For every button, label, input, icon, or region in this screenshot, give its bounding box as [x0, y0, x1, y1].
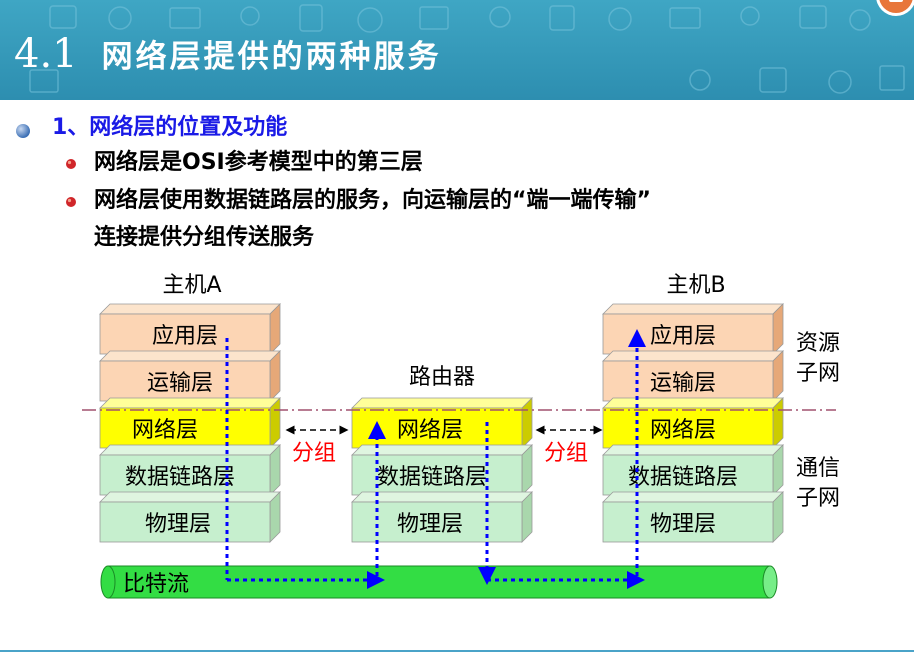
host-b-layer-network: 网络层 [650, 418, 716, 443]
bullet-text: 网络层是OSI参考模型中的第三层 [94, 150, 423, 175]
logo-icon [876, 0, 914, 16]
bullet-text: 网络层使用数据链路层的服务，向运输层的“端一端传输” [94, 188, 651, 213]
router-layer-datalink: 数据链路层 [377, 465, 487, 490]
comm-subnet-label: 子网 [796, 486, 840, 511]
host-b-layer-physical: 物理层 [650, 512, 716, 537]
bitstream-pipe: 比特流 [100, 565, 778, 599]
host-a-layer-network: 网络层 [132, 418, 198, 443]
router-layer-physical: 物理层 [397, 512, 463, 537]
host-a-layer-application: 应用层 [152, 324, 218, 349]
section-heading: 1、网络层的位置及功能 [52, 115, 288, 140]
host-a-layer-datalink: 数据链路层 [125, 465, 235, 490]
sub-bullet-icon [66, 197, 76, 207]
host-a-layer-transport: 运输层 [147, 371, 213, 396]
host-b-stack: 应用层 运输层 网络层 数据链路层 物理层 [602, 303, 784, 543]
bullet-text-continued: 连接提供分组传送服务 [94, 225, 315, 250]
sub-bullet-icon [66, 159, 76, 169]
title-bar: 4.1 网络层提供的两种服务 [0, 0, 914, 100]
packet-label-left: 分组 [292, 441, 336, 466]
host-b-title: 主机B [666, 273, 725, 298]
data-flow-path [225, 329, 646, 589]
header-pattern [29, 4, 905, 94]
packet-label-right: 分组 [544, 441, 588, 466]
router-title: 路由器 [409, 365, 475, 390]
page-title: 4.1 网络层提供的两种服务 [14, 22, 442, 86]
bitstream-label: 比特流 [123, 572, 189, 597]
router-stack: 网络层 数据链路层 物理层 [351, 397, 533, 543]
resource-subnet-label: 子网 [796, 361, 840, 386]
host-b-layer-transport: 运输层 [650, 371, 716, 396]
footer-line [0, 650, 914, 652]
host-a-title: 主机A [162, 273, 221, 298]
heading-bullet-icon [16, 124, 30, 138]
host-b-layer-application: 应用层 [650, 324, 716, 349]
host-a-stack: 应用层 运输层 网络层 数据链路层 物理层 [99, 303, 281, 543]
section-number: 4.1 [14, 31, 78, 77]
host-b-layer-datalink: 数据链路层 [628, 465, 738, 490]
comm-subnet-label: 通信 [796, 456, 840, 481]
resource-subnet-label: 资源 [796, 331, 840, 356]
title-text: 网络层提供的两种服务 [101, 39, 442, 75]
router-layer-network: 网络层 [397, 418, 463, 443]
host-a-layer-physical: 物理层 [145, 512, 211, 537]
